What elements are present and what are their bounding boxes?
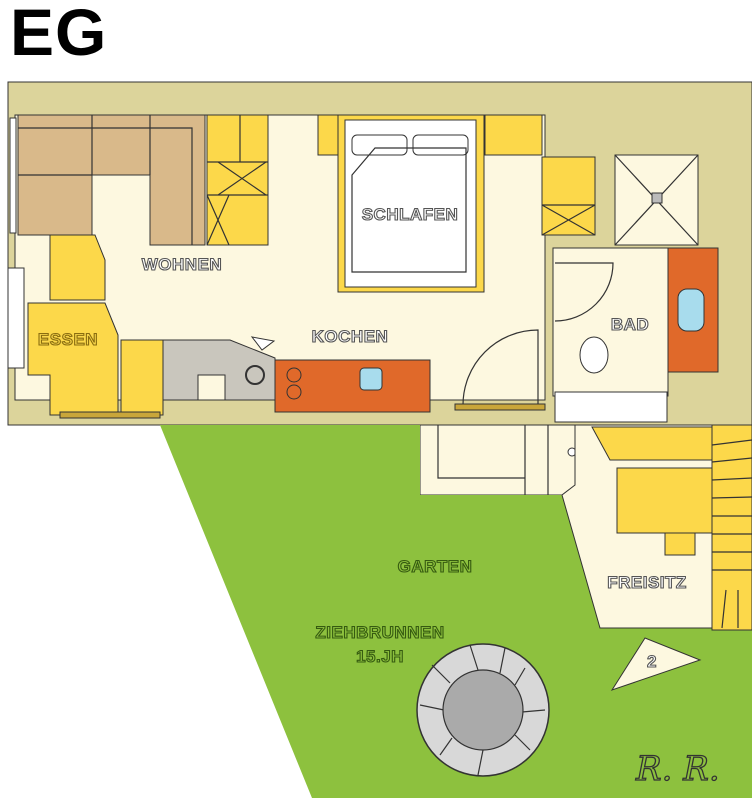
room-label-schlafen: SCHLAFEN [362, 205, 459, 224]
window-left [9, 117, 17, 234]
room-label-wohnen: WOHNEN [142, 255, 222, 274]
entrance-door-swing [462, 329, 539, 406]
entrance-threshold [454, 403, 546, 411]
stove-icon [286, 367, 302, 383]
room-label-essen: ESSEN [38, 330, 98, 349]
outdoor-stairs [711, 424, 752, 631]
kitchen-corner-counter [162, 339, 276, 401]
floor-title: EG [10, 0, 108, 69]
room-label-garten: GARTEN [398, 557, 473, 576]
dining-bench-right [120, 339, 164, 416]
freisitz-chair [664, 532, 696, 556]
hob-burner-icon [245, 365, 265, 385]
kitchen-counter [274, 359, 431, 413]
sink-icon [677, 288, 705, 332]
bathroom-door-swing [554, 262, 614, 322]
stove-icon-2 [286, 384, 302, 400]
bathroom-window [554, 391, 668, 423]
room-label-bad: BAD [611, 315, 649, 334]
patio-steps [437, 425, 549, 495]
pillow-left [351, 134, 408, 156]
wardrobe-1 [484, 114, 543, 156]
blanket [351, 147, 467, 273]
view-marker-number: 2 [647, 652, 657, 671]
dining-floor-edge [59, 411, 161, 419]
dining-bench [49, 234, 106, 301]
well-inner [442, 669, 524, 751]
wardrobe-crosses [541, 204, 596, 236]
well-century-label: 15.JH [356, 647, 404, 666]
signature: R. R. [635, 749, 720, 789]
freisitz-table [616, 467, 713, 534]
well-label: ZIEHBRUNNEN [315, 623, 444, 642]
toilet-icon [579, 336, 609, 374]
room-label-kochen: KOCHEN [312, 327, 389, 346]
patio [419, 424, 576, 496]
window-left-lower [7, 267, 25, 369]
room-label-freisitz: FREISITZ [607, 573, 687, 592]
garden [160, 425, 752, 798]
wardrobe-2 [541, 156, 596, 236]
well-stones [419, 644, 546, 776]
freisitz-bench [591, 426, 713, 461]
stair-treads [711, 439, 752, 629]
sofa-seams [18, 115, 193, 245]
pillow-right [412, 134, 469, 156]
kitchen-sink-icon [359, 367, 383, 391]
shower-drain [651, 192, 663, 204]
view-arrow-kitchen [250, 336, 276, 351]
side-table [317, 114, 339, 156]
view-marker-2 [610, 637, 702, 691]
shelf-crosses [206, 115, 268, 246]
